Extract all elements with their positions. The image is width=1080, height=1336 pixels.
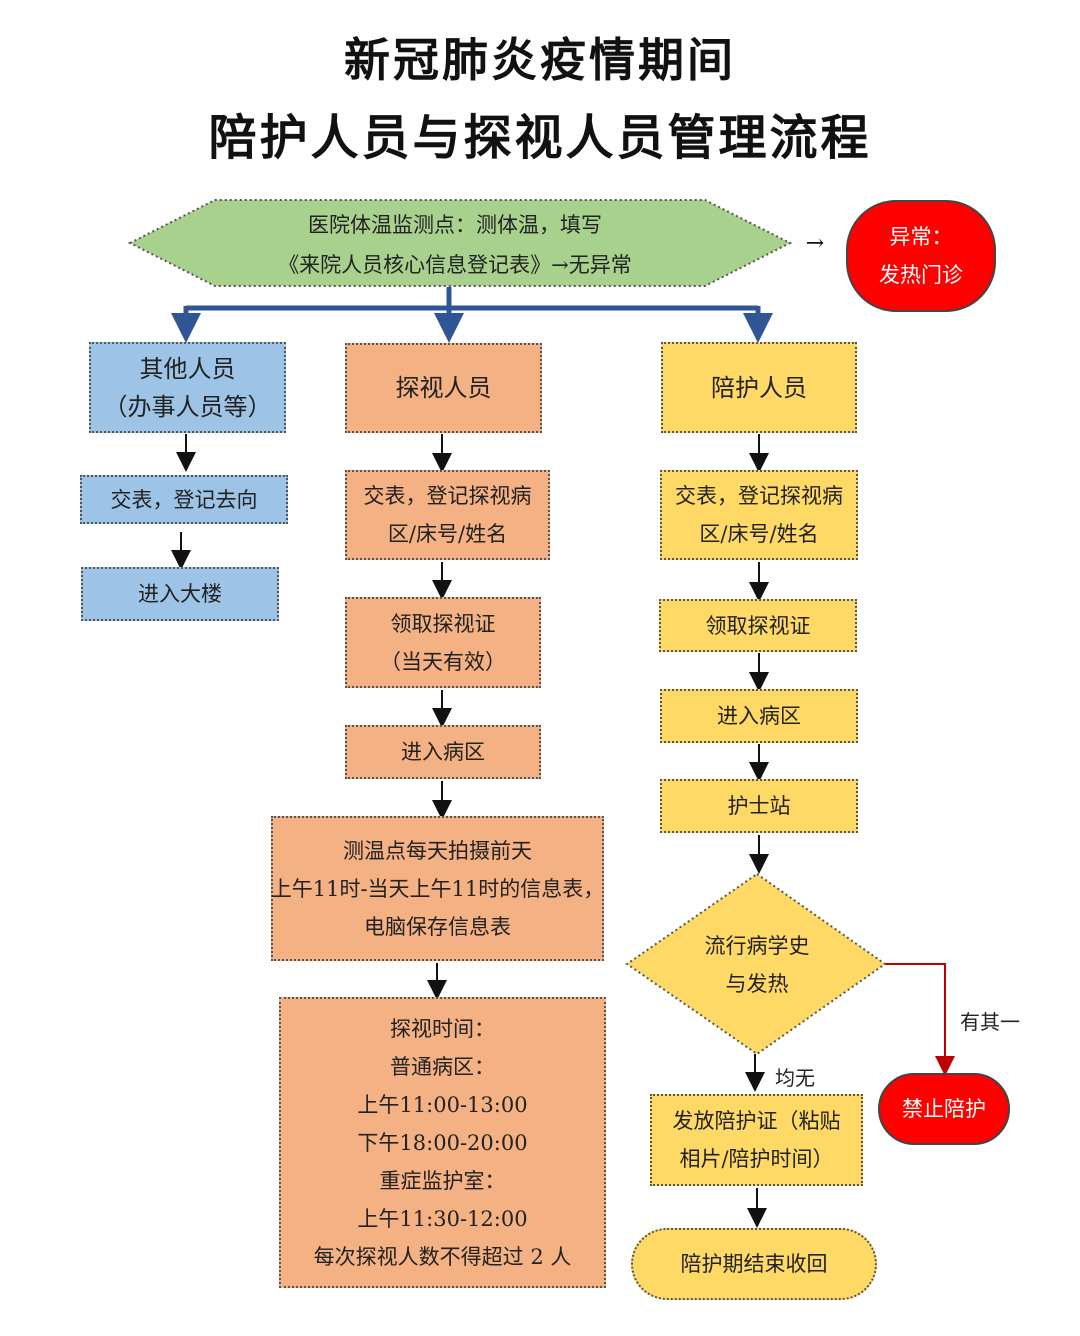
page-title-line2: 陪护人员与探视人员管理流程 <box>208 110 872 166</box>
info-record-line1: 测温点每天拍摄前天 <box>343 838 532 863</box>
companion-pass-text: 领取探视证 <box>705 613 811 638</box>
companion-register-line1: 交表，登记探视病 <box>675 484 843 508</box>
visitor-enter-ward-text: 进入病区 <box>401 740 485 764</box>
decision-yes-label: 有其一 <box>960 1010 1020 1034</box>
checkpoint-text-line1: 医院体温监测点：测体温，填写 <box>308 213 602 237</box>
forbid-companion-text: 禁止陪护 <box>902 1097 986 1121</box>
checkpoint-hexagon <box>127 199 793 287</box>
other-register-node: 交表，登记去向 <box>80 475 288 524</box>
visiting-hours-line: 重症监护室： <box>379 1168 506 1193</box>
visiting-hours-node: 探视时间： 普通病区： 上午11:00-13:00 下午18:00-20:00 … <box>279 997 606 1288</box>
visitor-info-record-node: 测温点每天拍摄前天 上午11时-当天上午11时的信息表， 电脑保存信息表 <box>271 816 604 961</box>
end-recall-text: 陪护期结束收回 <box>680 1252 828 1276</box>
nurse-station-text: 护士站 <box>727 794 791 818</box>
page-title-line1: 新冠肺炎疫情期间 <box>344 33 736 87</box>
visitor-pass-line2: （当天有效） <box>380 649 506 674</box>
visiting-hours-line: 下午18:00-20:00 <box>357 1130 528 1155</box>
visitor-node: 探视人员 <box>345 343 542 433</box>
nurse-station-node: 护士站 <box>660 779 858 833</box>
other-personnel-node: 其他人员 （办事人员等） <box>89 342 286 433</box>
forbid-connector <box>885 963 955 1076</box>
companion-title: 陪护人员 <box>711 373 807 402</box>
info-record-line2: 上午11时-当天上午11时的信息表， <box>270 876 605 901</box>
visiting-hours-line: 普通病区： <box>390 1054 495 1079</box>
companion-register-node: 交表，登记探视病 区/床号/姓名 <box>660 470 858 560</box>
checkpoint-text-line2: 《来院人员核心信息登记表》→无异常 <box>278 253 632 277</box>
companion-register-line2: 区/床号/姓名 <box>699 522 819 546</box>
decision-text-line2: 与发热 <box>726 972 789 996</box>
companion-enter-ward-node: 进入病区 <box>660 689 858 743</box>
other-enter-building-text: 进入大楼 <box>138 582 222 606</box>
decision-text-line1: 流行病学史 <box>705 934 810 958</box>
other-register-text: 交表，登记去向 <box>110 487 258 512</box>
fever-clinic-label: 发热门诊 <box>879 263 963 287</box>
visitor-pass-node: 领取探视证 （当天有效） <box>345 597 541 688</box>
other-enter-building-node: 进入大楼 <box>81 567 279 621</box>
visiting-hours-line: 上午11:00-13:00 <box>357 1092 528 1117</box>
visiting-hours-line: 每次探视人数不得超过 2 人 <box>313 1244 572 1269</box>
visitor-register-node: 交表，登记探视病 区/床号/姓名 <box>345 470 550 560</box>
other-personnel-subtitle: （办事人员等） <box>103 392 272 421</box>
companion-enter-ward-text: 进入病区 <box>717 704 801 728</box>
other-personnel-title: 其他人员 <box>139 354 236 383</box>
info-record-line3: 电脑保存信息表 <box>364 914 511 939</box>
companion-certificate-node: 发放陪护证（粘贴 相片/陪护时间） <box>650 1094 863 1186</box>
visiting-hours-line: 探视时间： <box>390 1016 495 1041</box>
visitor-pass-line1: 领取探视证 <box>390 611 496 636</box>
decision-no-label: 均无 <box>775 1066 815 1090</box>
decision-diamond <box>625 872 887 1056</box>
visitor-title: 探视人员 <box>395 374 492 402</box>
visitor-register-line2: 区/床号/姓名 <box>387 522 508 546</box>
certificate-line1: 发放陪护证（粘贴 <box>672 1109 841 1133</box>
forbid-companion-node: 禁止陪护 <box>878 1073 1010 1145</box>
visitor-enter-ward-node: 进入病区 <box>345 725 541 779</box>
flow-arrows <box>171 434 769 1228</box>
end-recall-node: 陪护期结束收回 <box>631 1228 877 1300</box>
branch-connectors <box>171 287 773 343</box>
abnormal-label: 异常： <box>889 225 953 249</box>
abnormal-fever-clinic-node: 异常： 发热门诊 <box>846 200 996 312</box>
visiting-hours-line: 上午11:30-12:00 <box>357 1206 528 1231</box>
companion-pass-node: 领取探视证 <box>659 599 857 652</box>
companion-node: 陪护人员 <box>661 342 857 433</box>
certificate-line2: 相片/陪护时间） <box>679 1147 834 1171</box>
abnormal-arrow: → <box>806 231 824 256</box>
visitor-register-line1: 交表，登记探视病 <box>363 484 532 508</box>
